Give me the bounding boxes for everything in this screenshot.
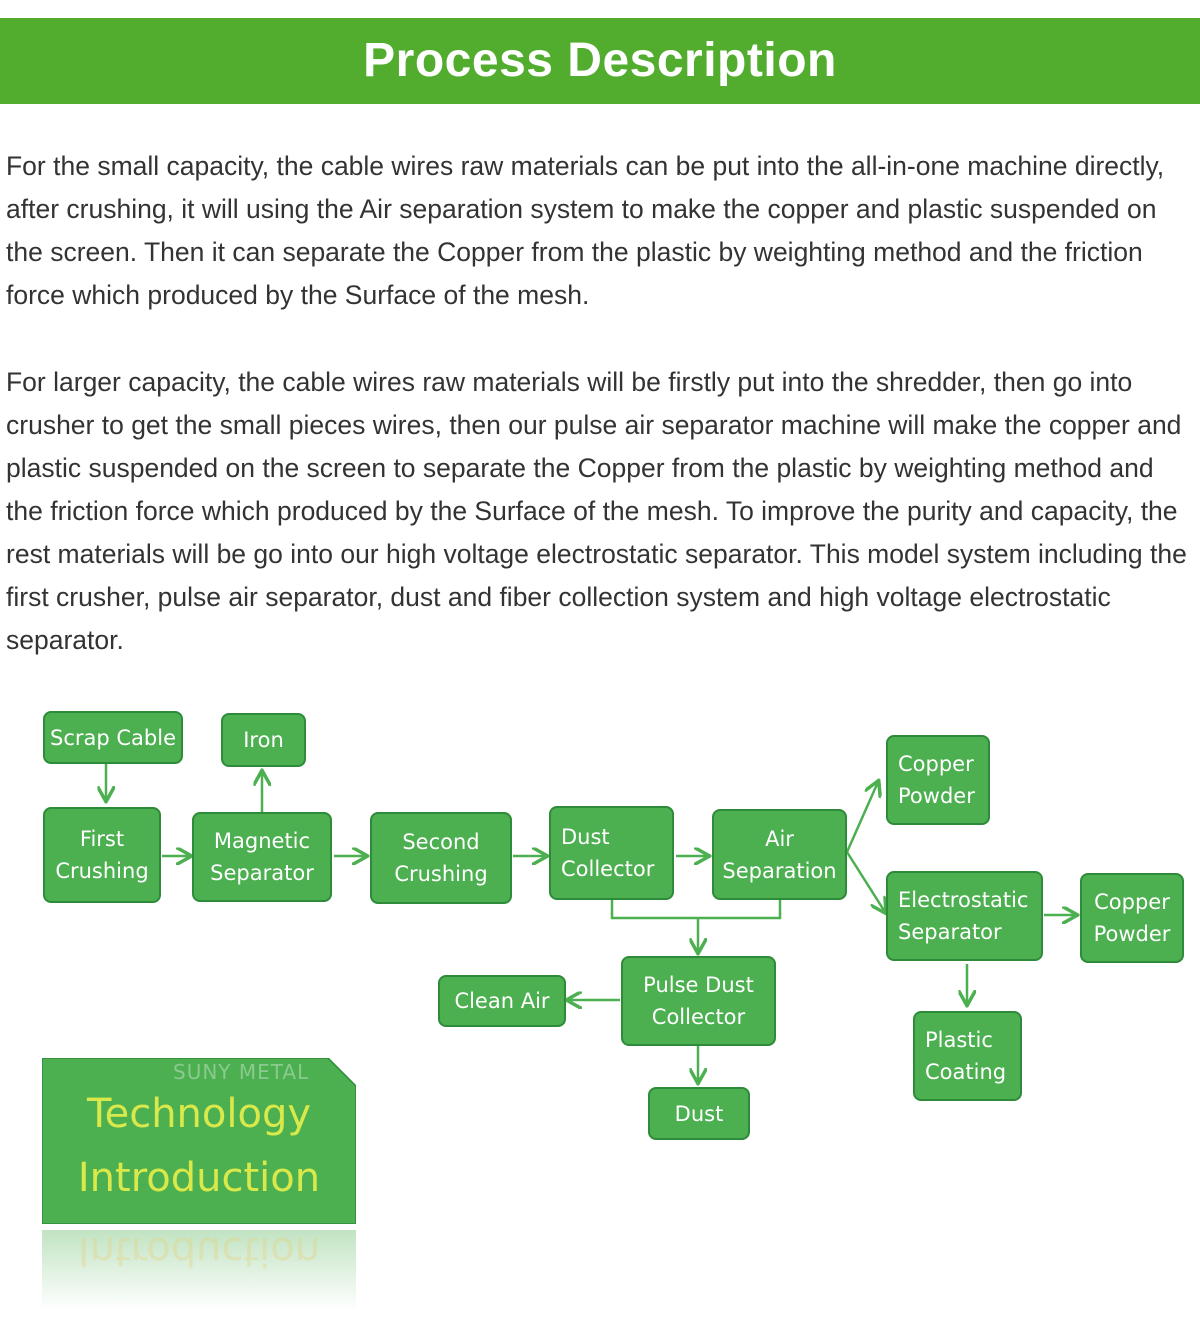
node-dust: Dust [648,1087,750,1140]
node-copper-powder-2: Copper Powder [1080,873,1184,963]
node-second-crushing: Second Crushing [370,812,512,904]
arrow-air-to-electrostatic [845,851,885,912]
arrow-air-to-copper [845,782,878,853]
badge-line-introduction: Introduction [77,1155,321,1201]
node-air-separation: Air Separation [712,809,847,900]
node-clean-air: Clean Air [438,975,566,1027]
node-iron: Iron [221,713,306,767]
badge-line-technology: Technology [86,1091,312,1137]
node-scrap-cable: Scrap Cable [43,711,183,764]
node-magnetic-separator: Magnetic Separator [192,812,332,902]
page-title: Process Description [363,34,837,87]
badge-reflection [42,1230,356,1310]
node-electrostatic-separator: Electrostatic Separator [886,871,1043,961]
paragraph-large-capacity: For larger capacity, the cable wires raw… [6,367,1187,655]
node-dust-collector: Dust Collector [549,806,674,900]
technology-badge [42,1058,356,1224]
node-plastic-coating: Plastic Coating [913,1011,1022,1101]
node-pulse-dust-collector: Pulse Dust Collector [621,956,776,1046]
node-copper-powder-1: Copper Powder [886,735,990,825]
paragraph-small-capacity: For the small capacity, the cable wires … [6,151,1165,310]
badge-brand-watermark: SUNY METAL [173,1060,310,1084]
node-first-crushing: First Crushing [43,807,161,903]
section-header: Process Description [0,18,1200,104]
badge-reflection-text: Introduction [77,1228,321,1274]
connector-collectors [610,900,782,920]
